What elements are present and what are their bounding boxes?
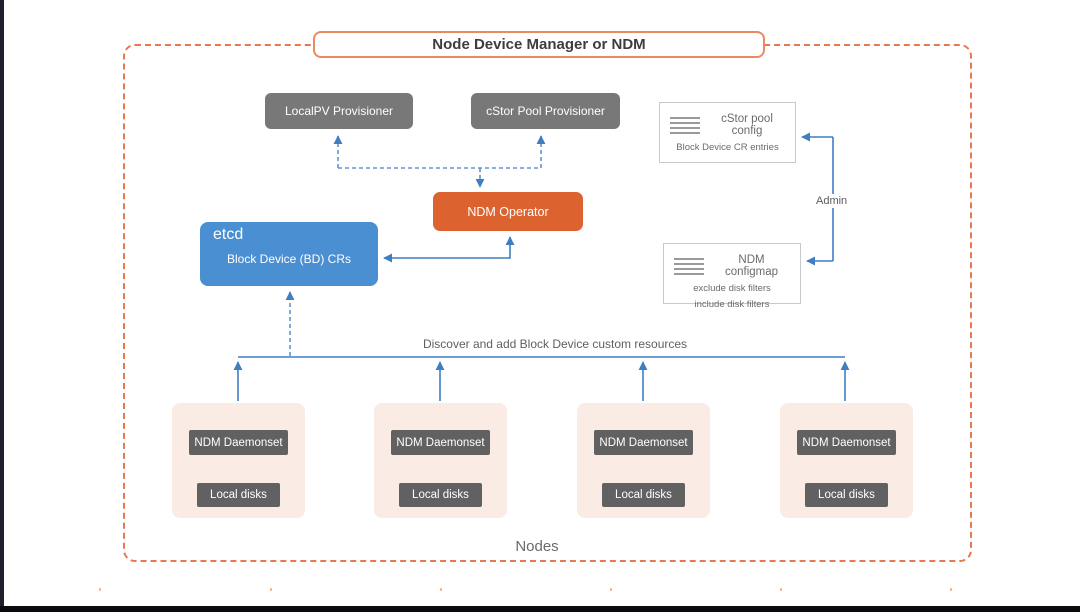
- ndm-daemonset-label: NDM Daemonset: [797, 430, 896, 455]
- dash-tick: [950, 588, 952, 591]
- ndm-operator-box: NDM Operator: [433, 192, 583, 231]
- dash-tick: [440, 588, 442, 591]
- ndm-daemonset-label: NDM Daemonset: [391, 430, 490, 455]
- node-box: NDM Daemonset Local disks: [577, 403, 710, 518]
- local-disks-label: Local disks: [805, 483, 888, 507]
- cstor-pool-provisioner-box: cStor Pool Provisioner: [471, 93, 620, 129]
- admin-label: Admin: [812, 194, 852, 208]
- dash-tick: [780, 588, 782, 591]
- local-disks-label: Local disks: [197, 483, 280, 507]
- local-disks-label: Local disks: [602, 483, 685, 507]
- ndm-operator-label: NDM Operator: [467, 204, 549, 219]
- include-disk-filters-label: include disk filters: [694, 299, 770, 310]
- document-lines-icon: [670, 116, 700, 134]
- cstor-pool-provisioner-label: cStor Pool Provisioner: [486, 104, 605, 118]
- ndm-configmap-title: NDM configmap: [724, 254, 779, 278]
- dash-tick: [99, 588, 101, 591]
- ndm-configmap-box: NDM configmap exclude disk filters inclu…: [663, 243, 801, 310]
- ndm-daemonset-label: NDM Daemonset: [189, 430, 288, 455]
- node-box: NDM Daemonset Local disks: [374, 403, 507, 518]
- node-box: NDM Daemonset Local disks: [780, 403, 913, 518]
- dash-tick: [270, 588, 272, 591]
- block-device-crs-label: Block Device (BD) CRs: [226, 252, 352, 266]
- local-disks-label: Local disks: [399, 483, 482, 507]
- dash-tick: [610, 588, 612, 591]
- screen-left-edge: [0, 0, 4, 612]
- localpv-provisioner-box: LocalPV Provisioner: [265, 93, 413, 129]
- ndm-daemonset-label: NDM Daemonset: [594, 430, 693, 455]
- cstor-pool-config-title: cStor pool config: [721, 113, 773, 137]
- exclude-disk-filters-label: exclude disk filters: [693, 283, 771, 294]
- screen-bottom-bar: [0, 606, 1080, 612]
- discover-label: Discover and add Block Device custom res…: [422, 337, 688, 351]
- block-device-cr-entries-label: Block Device CR entries: [676, 142, 779, 153]
- node-box: NDM Daemonset Local disks: [172, 403, 305, 518]
- etcd-label: etcd: [213, 226, 244, 243]
- diagram-title: Node Device Manager or NDM: [313, 31, 765, 58]
- etcd-box: etcd Block Device (BD) CRs: [200, 222, 378, 286]
- nodes-label: Nodes: [515, 538, 559, 555]
- cstor-pool-config-box: cStor pool config Block Device CR entrie…: [659, 102, 796, 163]
- localpv-provisioner-label: LocalPV Provisioner: [284, 104, 394, 118]
- document-lines-icon: [674, 257, 704, 275]
